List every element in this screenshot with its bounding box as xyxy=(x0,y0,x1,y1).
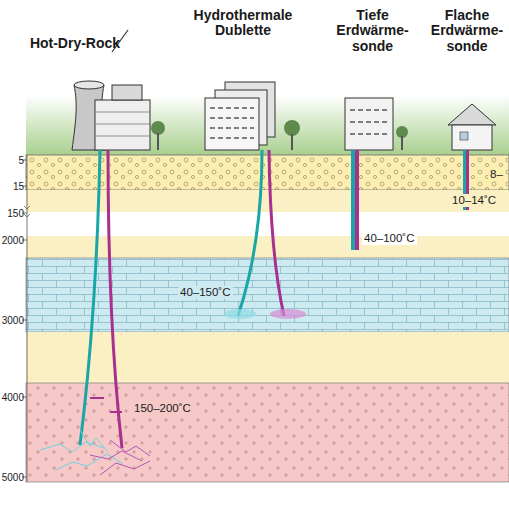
depth-number: 4000 xyxy=(0,392,24,403)
temperature-label: 150–200˚C xyxy=(132,402,193,415)
depth-number: 5000 xyxy=(0,472,24,483)
temperature-label: 10–14˚C xyxy=(450,194,498,207)
heading: Tiefe Erdwärme-sonde xyxy=(330,8,415,54)
temperature-label: 40–150˚C xyxy=(178,286,233,299)
depth-number: 5 xyxy=(0,155,24,166)
heading: Hot-Dry-Rock xyxy=(20,36,130,51)
temperature-label: 40–100˚C xyxy=(362,232,417,245)
heading: Hydrothermale Dublette xyxy=(178,8,308,39)
depth-number: 15 xyxy=(0,181,24,192)
depth-number: 3000 xyxy=(0,315,24,326)
depth-number: 150 xyxy=(0,208,24,219)
heading: Flache Erdwärme-sonde xyxy=(428,8,506,54)
temperature-label: 8– xyxy=(488,168,505,181)
depth-number: 2000 xyxy=(0,235,24,246)
